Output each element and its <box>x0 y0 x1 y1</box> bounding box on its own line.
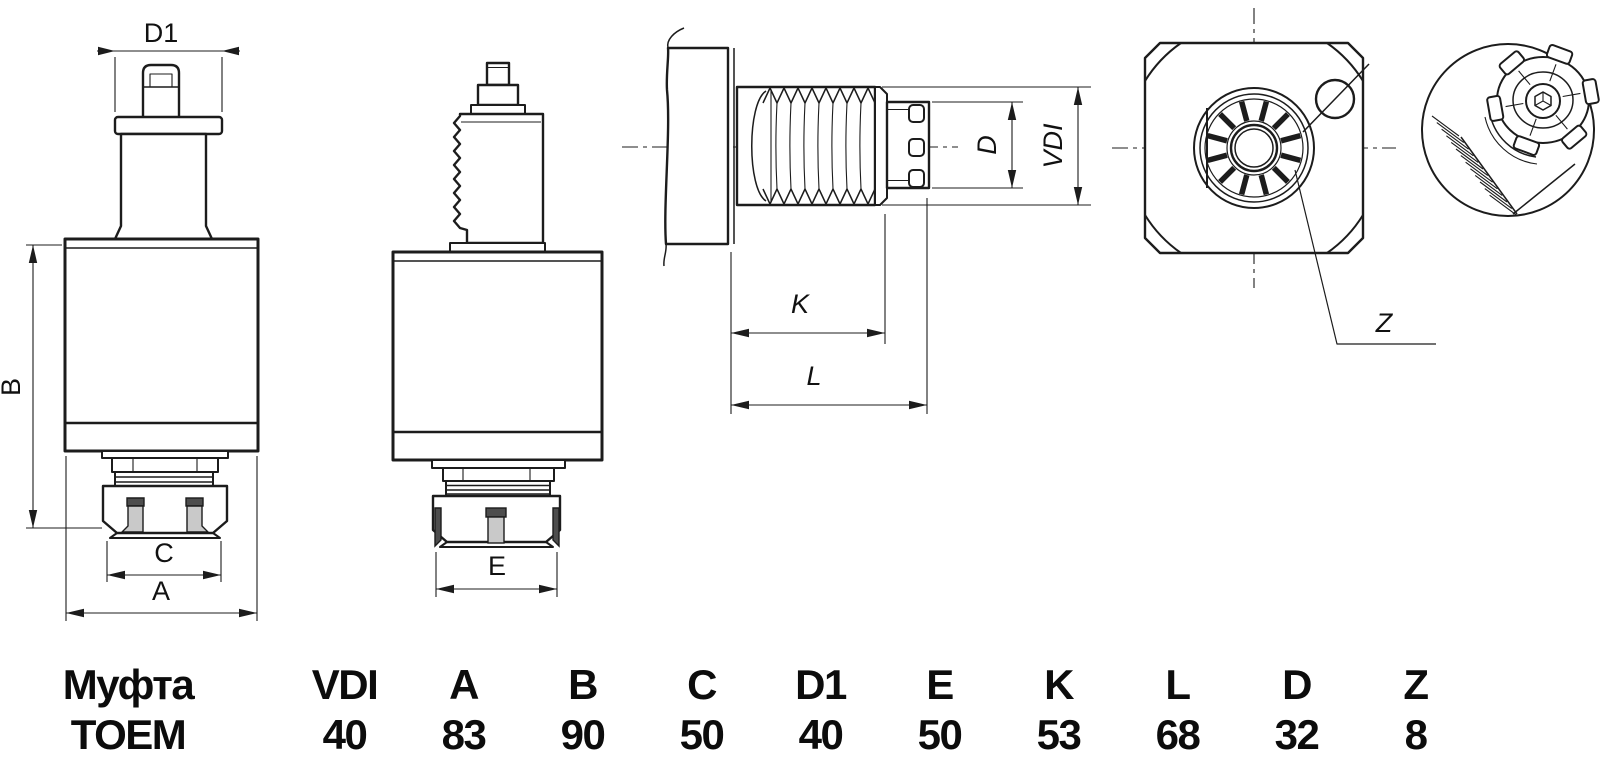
dim-label-e: E <box>488 551 506 581</box>
side-part <box>391 61 604 548</box>
spec-header-b: B <box>568 661 598 708</box>
dim-label-d1: D1 <box>144 18 179 48</box>
dim-label-b: B <box>0 378 26 396</box>
spec-value-l: 68 <box>1155 711 1201 758</box>
front-tenon-pin <box>141 63 181 118</box>
spec-value-c: 50 <box>679 711 725 758</box>
front-body <box>63 237 260 453</box>
spec-table: Муфта VDI A B C D1 E K L D Z TOEM 40 83 … <box>55 660 1525 760</box>
dim-label-c: C <box>154 538 174 568</box>
side-dimensions: E <box>435 551 558 597</box>
side-slot-center <box>487 516 505 544</box>
spec-value-name: TOEM <box>70 711 187 758</box>
spec-header-d: D <box>1282 661 1312 708</box>
side-tenon-cap <box>485 61 511 87</box>
front-dimensions: D1 B C A <box>0 18 258 621</box>
spec-value-b: 90 <box>560 711 606 758</box>
section-part <box>663 27 931 267</box>
spec-value-k: 53 <box>1036 711 1082 758</box>
side-slot-right-edge <box>552 507 560 548</box>
section-body-break <box>664 46 730 246</box>
section-dimensions: VDI D K L <box>730 86 1091 414</box>
spec-value-row: TOEM 40 83 90 50 40 50 53 68 32 8 <box>55 710 1525 760</box>
spec-header-z: Z <box>1403 661 1429 708</box>
view-front: D1 B C A <box>0 18 260 621</box>
iso-crown-teeth <box>1486 44 1600 156</box>
front-shaft <box>113 132 214 241</box>
front-slot-right-cap <box>185 497 204 507</box>
spec-value-d: 32 <box>1274 711 1320 758</box>
spec-value-e: 50 <box>917 711 963 758</box>
spec-header-row: Муфта VDI A B C D1 E K L D Z <box>55 660 1525 710</box>
back-bore <box>1229 123 1279 173</box>
front-part <box>63 63 260 539</box>
spec-header-name: Муфта <box>62 661 195 708</box>
spec-value-vdi: 40 <box>322 711 368 758</box>
spec-header-k: K <box>1044 661 1074 708</box>
dim-label-k: K <box>791 289 810 319</box>
side-slot-left-edge <box>434 507 442 548</box>
spec-value-z: 8 <box>1404 711 1428 758</box>
side-threaded-shank <box>452 112 545 245</box>
front-slot-left <box>120 505 144 533</box>
spec-header-l: L <box>1165 661 1191 708</box>
spec-header-c: C <box>687 661 717 708</box>
spec-value-a: 83 <box>441 711 487 758</box>
front-slot-left-cap <box>126 497 145 507</box>
side-slot-center-cap <box>485 507 507 518</box>
view-section: VDI D K L <box>622 27 1091 414</box>
view-side: E <box>391 61 604 597</box>
spec-header-e: E <box>926 661 954 708</box>
view-back: Z <box>1112 8 1436 345</box>
spec-header-a: A <box>449 661 479 708</box>
z-leader-line <box>1294 169 1436 345</box>
front-collet-nut <box>101 484 229 535</box>
side-body <box>391 250 604 462</box>
front-slot-right <box>186 505 210 533</box>
technical-drawing: D1 B C A <box>0 8 1600 621</box>
dim-label-l: L <box>806 361 821 391</box>
iso-thread-hatching <box>1431 115 1517 216</box>
spec-value-d1: 40 <box>798 711 844 758</box>
dim-label-vdi: VDI <box>1038 123 1068 169</box>
dim-label-a: A <box>152 576 170 606</box>
front-collar <box>113 115 224 136</box>
spec-header-vdi: VDI <box>311 661 379 708</box>
dim-label-d: D <box>972 135 1002 155</box>
iso-body-outline <box>1421 43 1595 217</box>
dim-label-z: Z <box>1375 308 1394 338</box>
spec-header-d1: D1 <box>795 661 847 708</box>
view-iso <box>1421 43 1600 217</box>
section-thread-runout <box>751 90 767 202</box>
back-serration-spokes <box>1206 100 1302 196</box>
